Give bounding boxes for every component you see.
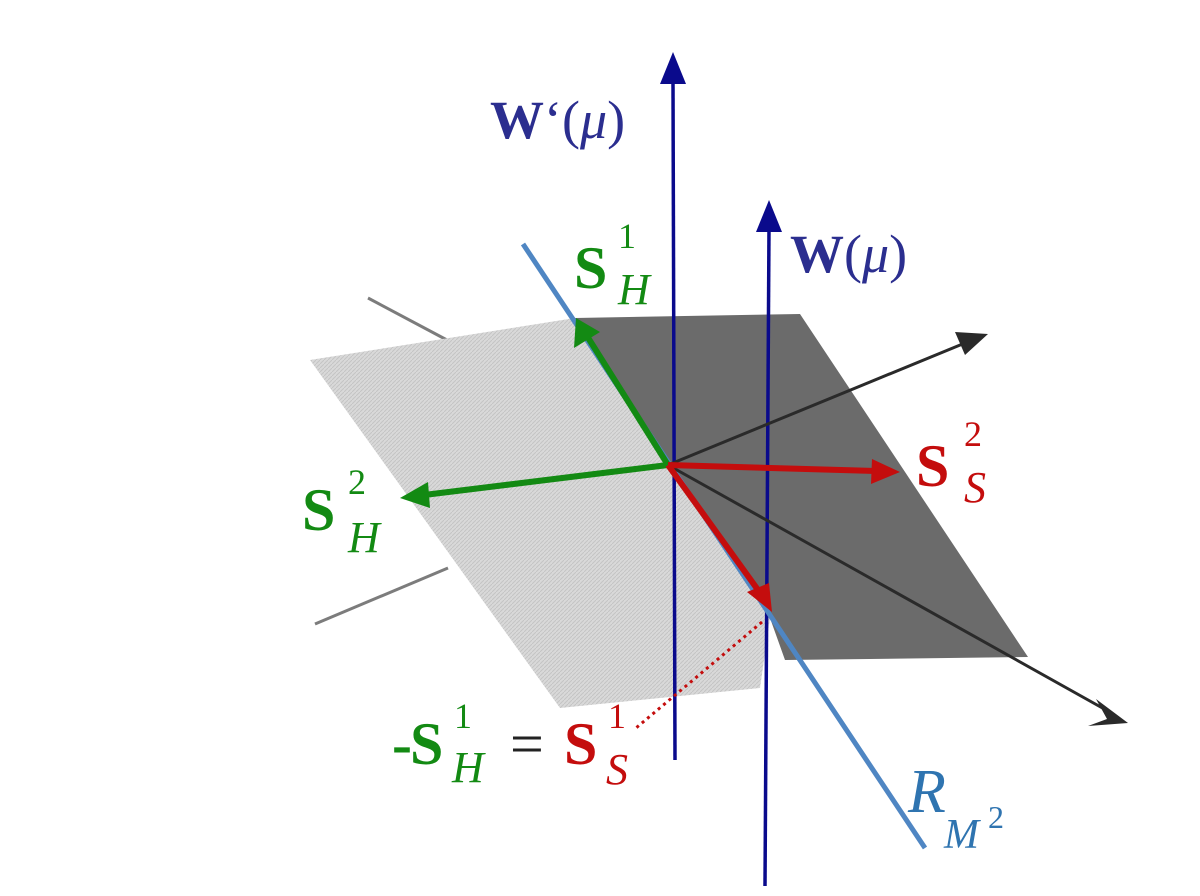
svg-text:H: H (451, 743, 486, 792)
svg-text:R: R (907, 758, 946, 826)
svg-text:S: S (410, 711, 443, 777)
w-label: W(μ) (790, 224, 907, 284)
rm2-label: R M 2 (907, 758, 1004, 858)
dark-axis-upper-arrowhead (955, 332, 988, 355)
svg-text:=: = (510, 711, 544, 777)
svg-text:S: S (574, 235, 607, 301)
w-prime-label: W‘(μ) (490, 90, 625, 150)
equation-label: - S 1 H = S 1 S (392, 696, 628, 794)
gray-line-lower (314, 566, 449, 626)
svg-text:1: 1 (454, 696, 472, 736)
sh2-arrowhead (400, 482, 430, 508)
w-prime-arrowhead (660, 52, 686, 84)
svg-text:-: - (392, 711, 412, 777)
sh1-vector (584, 334, 671, 467)
w-arrowhead (756, 200, 782, 232)
sh2-vector (423, 462, 669, 498)
gray-line-upper (367, 296, 448, 342)
svg-text:S: S (302, 477, 335, 543)
svg-text:1: 1 (618, 216, 636, 256)
svg-text:M: M (943, 812, 981, 858)
svg-text:S: S (964, 463, 986, 512)
svg-text:S: S (916, 433, 949, 499)
svg-text:S: S (564, 711, 597, 777)
ss1-arrowhead (747, 583, 772, 612)
ss2-arrowhead (871, 459, 900, 484)
svg-text:S: S (606, 745, 628, 794)
ss2-label: S 2 S (916, 414, 986, 512)
svg-text:2: 2 (988, 799, 1004, 835)
svg-text:H: H (617, 265, 652, 314)
ss1-vector (665, 463, 761, 592)
dark-axis-lower (667, 463, 1107, 712)
sh1-label: S 1 H (574, 216, 652, 314)
dark-axis-upper (667, 341, 966, 467)
w-prime-axis (671, 81, 677, 761)
svg-text:2: 2 (964, 414, 982, 454)
plane-dark (575, 314, 1028, 660)
svg-text:2: 2 (348, 462, 366, 502)
ss2-vector (667, 462, 877, 474)
svg-text:H: H (347, 513, 382, 562)
plane-light (310, 318, 770, 708)
sh1-arrowhead (574, 318, 600, 348)
dark-axis-lower-arrowhead (1088, 699, 1128, 726)
w-axis (763, 227, 771, 887)
svg-text:1: 1 (608, 696, 626, 736)
sh2-label: S 2 H (302, 462, 382, 562)
